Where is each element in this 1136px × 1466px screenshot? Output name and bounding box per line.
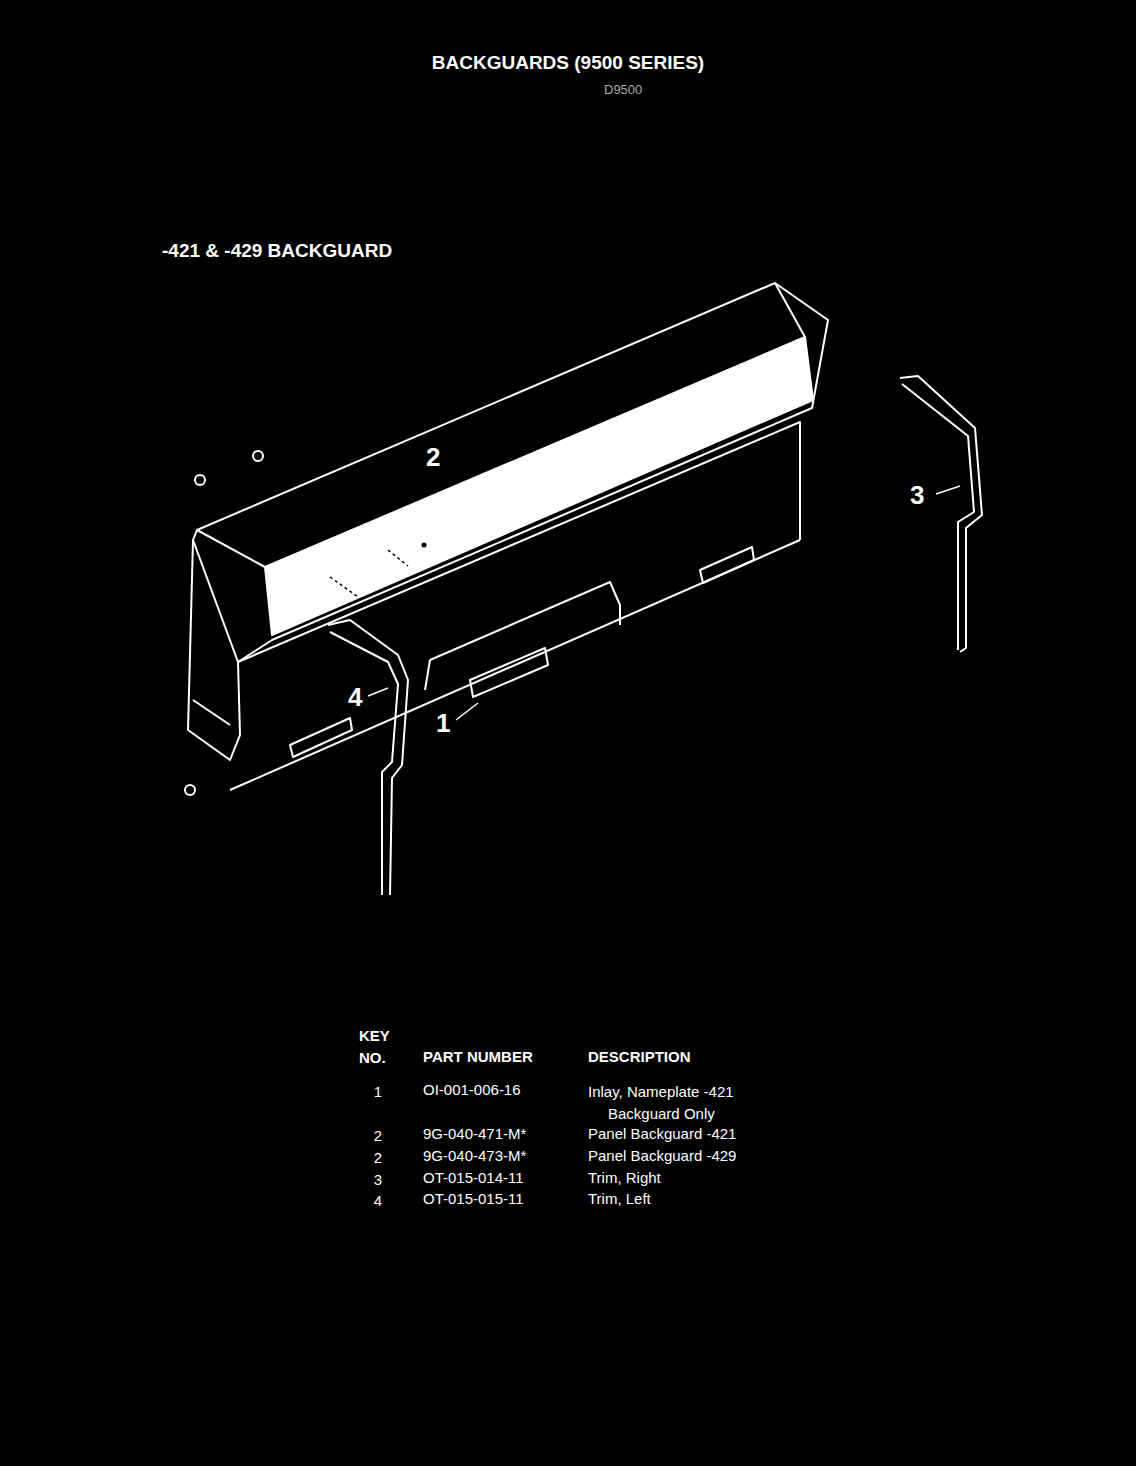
slot — [700, 547, 754, 583]
lower-body — [238, 422, 800, 662]
drawing-number: D9500 — [604, 82, 642, 98]
table-cell: 9G-040-471-M* — [423, 1125, 526, 1143]
frame-edge — [197, 530, 265, 567]
callout-number: 1 — [436, 708, 450, 739]
table-cell: OT-015-014-11 — [423, 1169, 524, 1187]
table-cell: 9G-040-473-M* — [423, 1147, 526, 1165]
leader-line — [936, 486, 960, 494]
callout-number: 2 — [426, 442, 440, 473]
table-cell: OT-015-015-11 — [423, 1190, 524, 1208]
trim-right — [902, 384, 974, 650]
hole-mark — [330, 577, 358, 597]
end-face-edge — [193, 700, 230, 725]
leader-line — [368, 688, 388, 696]
slot — [290, 718, 352, 757]
callout-number: 3 — [910, 480, 924, 511]
table-header: PART NUMBER — [423, 1048, 533, 1066]
trim-left — [328, 620, 408, 895]
lower-panel-step — [425, 660, 430, 690]
table-cell: 4 — [363, 1190, 393, 1212]
table-cell: 2 — [363, 1125, 393, 1147]
leader-line — [456, 703, 478, 720]
table-cell: Inlay, Nameplate -421 Backguard Only — [588, 1081, 808, 1125]
lower-body-bottom — [230, 540, 800, 790]
frame-edge — [775, 283, 805, 337]
table-cell: Trim, Left — [588, 1190, 651, 1208]
hole-mark — [388, 550, 408, 566]
end-face — [188, 540, 240, 760]
table-cell: OI-001-006-16 — [423, 1081, 521, 1099]
hole — [422, 543, 427, 548]
table-cell: 1 — [363, 1081, 393, 1103]
table-header: DESCRIPTION — [588, 1048, 691, 1066]
screw — [195, 475, 205, 485]
backguard-window — [265, 337, 813, 635]
table-cell: 2 — [363, 1147, 393, 1169]
callout-number: 4 — [348, 682, 362, 713]
trim-left — [330, 632, 398, 895]
section-heading: -421 & -429 BACKGUARD — [162, 240, 392, 263]
lower-panel-step — [430, 582, 620, 660]
backguard-frame — [193, 283, 828, 662]
screw — [185, 785, 195, 795]
table-cell: Panel Backguard -429 — [588, 1147, 736, 1165]
trim-right — [900, 376, 982, 652]
nameplate-inlay — [470, 648, 548, 697]
screw — [253, 451, 263, 461]
page-title: BACKGUARDS (9500 SERIES) — [0, 52, 1136, 75]
table-cell: Panel Backguard -421 — [588, 1125, 736, 1143]
table-cell: Trim, Right — [588, 1169, 661, 1187]
table-header: KEY NO. — [359, 1025, 403, 1069]
table-cell: 3 — [363, 1169, 393, 1191]
lower-body-edge — [799, 520, 801, 540]
